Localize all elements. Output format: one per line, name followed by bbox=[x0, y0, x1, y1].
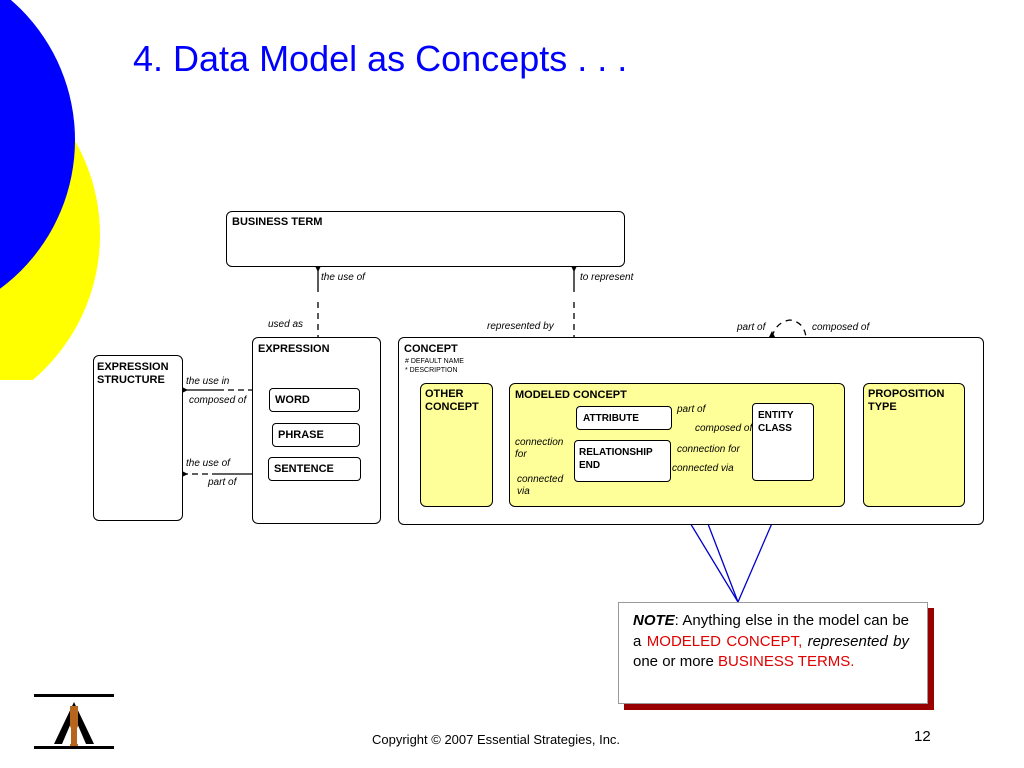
rel-the-use-in: the use in bbox=[186, 376, 230, 387]
modeled-concept-label: MODELED CONCEPT bbox=[515, 389, 627, 401]
sentence-label: SENTENCE bbox=[274, 463, 334, 475]
expression-entity[interactable]: EXPRESSION WORD PHRASE SENTENCE bbox=[252, 337, 381, 524]
other-concept-entity[interactable]: OTHER CONCEPT bbox=[420, 383, 493, 507]
phrase-label: PHRASE bbox=[278, 429, 324, 441]
word-label: WORD bbox=[275, 394, 310, 406]
proposition-type-entity[interactable]: PROPOSITION TYPE bbox=[863, 383, 965, 507]
rel-connected-via-right: connected via bbox=[672, 463, 734, 474]
rel-represented-by: represented by bbox=[487, 321, 554, 332]
concept-label: CONCEPT bbox=[404, 343, 458, 355]
expression-structure-entity[interactable]: EXPRESSION STRUCTURE bbox=[93, 355, 183, 521]
rel-to-represent: to represent bbox=[580, 272, 634, 283]
rel-used-as: used as bbox=[268, 319, 304, 330]
entity-class-label: ENTITY CLASS bbox=[758, 410, 794, 434]
rel-part-of-left: part of bbox=[208, 477, 237, 488]
rel-part-of-attr: part of bbox=[677, 404, 706, 415]
proposition-type-label: PROPOSITION TYPE bbox=[868, 388, 945, 413]
note-text-2: one or more bbox=[633, 653, 719, 670]
note-label: NOTE bbox=[633, 612, 675, 629]
page-number: 12 bbox=[914, 728, 931, 745]
rel-part-of-top: part of bbox=[737, 322, 766, 333]
copyright-text: Copyright © 2007 Essential Strategies, I… bbox=[372, 732, 621, 747]
blue-yellow-circle-decor bbox=[0, 0, 100, 380]
business-term-entity[interactable]: BUSINESS TERM bbox=[226, 211, 625, 267]
rel-composed-of-top: composed of bbox=[812, 322, 870, 333]
attribute-entity[interactable]: ATTRIBUTE bbox=[576, 406, 672, 430]
rel-connected-via-left: connected via bbox=[517, 474, 564, 497]
rel-composed-of-left: composed of bbox=[189, 395, 247, 406]
concept-attr-default-name: # DEFAULT NAME bbox=[405, 358, 464, 365]
essential-strategies-logo-icon bbox=[34, 694, 114, 749]
attribute-label: ATTRIBUTE bbox=[583, 413, 639, 424]
rel-connection-for-right: connection for bbox=[677, 444, 740, 455]
phrase-entity[interactable]: PHRASE bbox=[272, 423, 360, 447]
rel-the-use-of-left: the use of bbox=[186, 458, 230, 469]
note-box: NOTE: Anything else in the model can be … bbox=[618, 602, 928, 704]
note-italic-represented-by: represented by bbox=[802, 632, 909, 650]
rel-connection-for-left: connection for bbox=[515, 437, 564, 460]
relationship-end-entity[interactable]: RELATIONSHIP END bbox=[574, 440, 671, 482]
page-title: 4. Data Model as Concepts . . . bbox=[133, 38, 628, 79]
note-text-1: : Anything else in the model can be a bbox=[633, 612, 909, 650]
expression-label: EXPRESSION bbox=[258, 343, 330, 355]
expression-structure-label: EXPRESSION STRUCTURE bbox=[97, 361, 169, 386]
relationship-end-label: RELATIONSHIP END bbox=[579, 447, 653, 471]
note-highlight-modeled-concept: MODELED CONCEPT, bbox=[646, 632, 803, 650]
rel-the-use-of-top: the use of bbox=[321, 272, 365, 283]
rel-composed-of-entity: composed of bbox=[695, 423, 753, 434]
sentence-entity[interactable]: SENTENCE bbox=[268, 457, 361, 481]
concept-attr-description: * DESCRIPTION bbox=[405, 367, 458, 374]
word-entity[interactable]: WORD bbox=[269, 388, 360, 412]
other-concept-label: OTHER CONCEPT bbox=[425, 388, 479, 413]
business-term-label: BUSINESS TERM bbox=[232, 216, 323, 228]
entity-class-entity[interactable]: ENTITY CLASS bbox=[752, 403, 814, 481]
note-highlight-business-terms: BUSINESS TERMS. bbox=[718, 653, 855, 670]
concept-entity[interactable]: CONCEPT # DEFAULT NAME * DESCRIPTION OTH… bbox=[398, 337, 984, 525]
